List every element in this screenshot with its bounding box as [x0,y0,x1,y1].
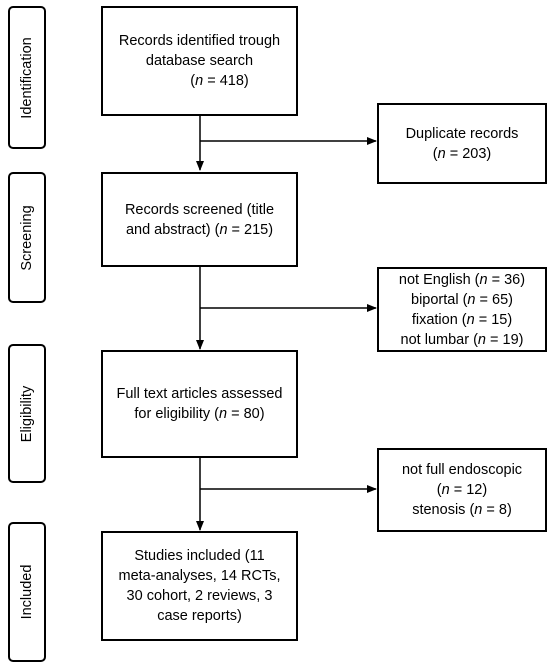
excluded-item: fixation (n = 15) [411,311,513,328]
excluded-item: not English (n = 36) [398,271,526,288]
excl-elig-line1: not full endoscopic [401,462,523,478]
box-records-identified: Records identified trough database searc… [101,6,298,116]
excluded-item: biportal (n = 65) [411,291,513,308]
fulltext-line1: Full text articles assessed [116,386,283,402]
box-full-text-assessed: Full text articles assessed for eligibil… [101,350,298,458]
excl-elig-line2: (n = 12) [436,482,488,498]
box-duplicates: Duplicate records (n = 203) [377,103,547,184]
identified-line2: database search [145,53,254,69]
excluded-item: not lumbar (n = 19) [400,331,524,348]
fulltext-line2: for eligibility (n = 80) [134,406,265,422]
included-line1: Studies included (11 [134,548,265,564]
box-excluded-eligibility: not full endoscopic (n = 12) stenosis (n… [377,448,547,532]
included-line4: case reports) [157,608,242,624]
screened-line2: and abstract) (n = 215) [125,221,274,238]
duplicates-line1: Duplicate records [405,125,519,142]
screened-line1: Records screened (title [124,201,275,218]
stage-included: Included [8,522,46,662]
identified-line1: Records identified trough [118,33,281,49]
included-line3: 30 cohort, 2 reviews, 3 [126,588,273,604]
stage-eligibility: Eligibility [8,344,46,483]
stage-screening: Screening [8,172,46,303]
box-records-screened: Records screened (title and abstract) (n… [101,172,298,267]
box-excluded-screening: not English (n = 36) biportal (n = 65) f… [377,267,547,352]
included-line2: meta-analyses, 14 RCTs, [118,568,281,584]
excl-elig-line3: stenosis (n = 8) [412,502,512,518]
identified-count: (n = 418) [190,73,249,89]
box-studies-included: Studies included (11 meta-analyses, 14 R… [101,531,298,641]
duplicates-count: (n = 203) [432,145,492,162]
stage-identification: Identification [8,6,46,149]
